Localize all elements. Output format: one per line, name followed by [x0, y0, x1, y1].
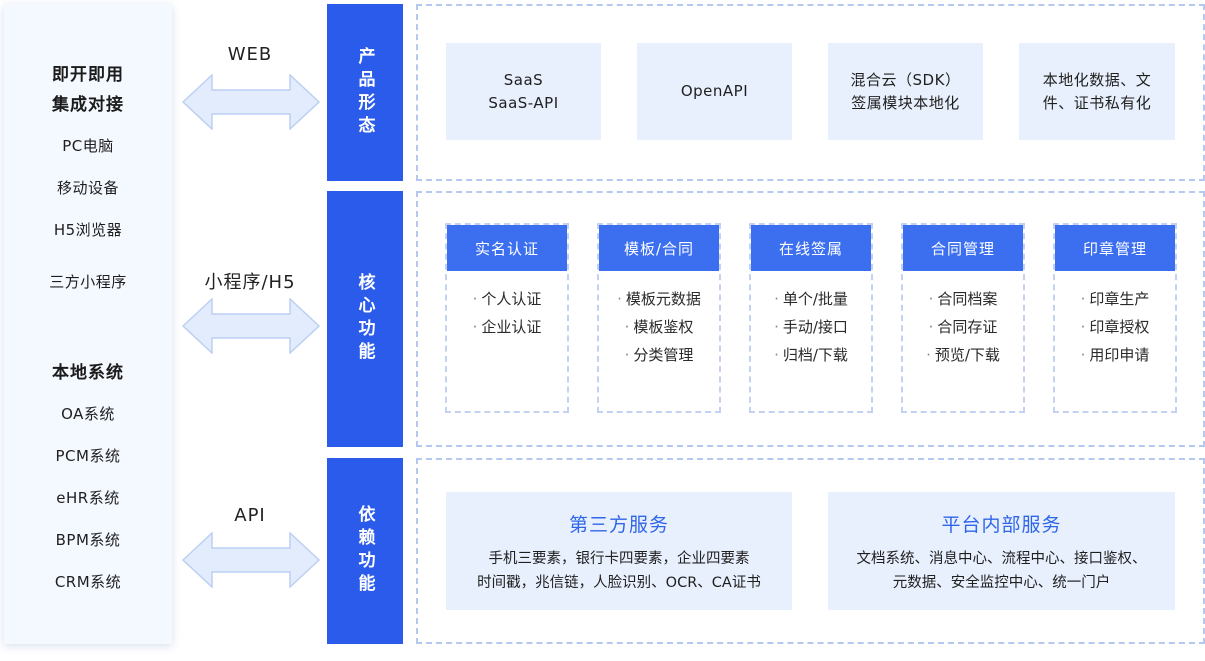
product-form-card: SaaS SaaS-API: [446, 43, 601, 140]
group-title-line2: 集成对接: [52, 95, 124, 115]
function-item: ·归档/下载: [774, 346, 848, 364]
function-card-contract-mgmt: 合同管理 ·合同档案 ·合同存证 ·预览/下载: [901, 223, 1025, 413]
function-item: ·模板鉴权: [624, 318, 694, 336]
function-item: ·预览/下载: [926, 346, 1000, 364]
function-item: ·用印申请: [1080, 346, 1150, 364]
local-system-item: CRM系统: [54, 573, 122, 591]
function-item: ·合同存证: [928, 318, 998, 336]
product-form-card: 混合云（SDK） 签属模块本地化: [828, 43, 983, 140]
category-core-functions: 核心功能: [327, 191, 403, 447]
function-item: ·分类管理: [624, 346, 694, 364]
group-title-line1: 即开即用: [52, 65, 124, 85]
function-item: ·手动/接口: [774, 318, 848, 336]
category-label: 依赖功能: [354, 505, 375, 597]
function-item: ·合同档案: [928, 290, 998, 308]
local-system-item: OA系统: [61, 405, 115, 423]
connector-label-miniprogram: 小程序/H5: [204, 272, 296, 293]
function-item: ·企业认证: [472, 318, 542, 336]
local-system-item: eHR系统: [56, 489, 120, 507]
function-item: ·个人认证: [472, 290, 542, 308]
function-item: ·模板元数据: [617, 290, 701, 308]
product-form-card: 本地化数据、文 件、证书私有化: [1019, 43, 1175, 140]
dependency-card-third-party: 第三方服务 手机三要素，银行卡四要素，企业四要素 时间戳，兆信链，人脸识别、OC…: [446, 492, 792, 610]
category-dependencies: 依赖功能: [327, 458, 403, 644]
function-card-title: 模板/合同: [599, 225, 719, 271]
dependency-title: 平台内部服务: [941, 514, 1062, 536]
function-item: ·印章生产: [1080, 290, 1150, 308]
product-forms-container: [416, 4, 1205, 181]
local-systems-title: 本地系统: [52, 363, 124, 383]
connector-label-web: WEB: [227, 44, 273, 65]
dependency-desc: 手机三要素，银行卡四要素，企业四要素 时间戳，兆信链，人脸识别、OCR、CA证书: [477, 551, 761, 591]
double-arrow-icon: [182, 74, 320, 130]
category-label: 核心功能: [354, 273, 375, 365]
dependency-title: 第三方服务: [568, 514, 669, 536]
function-item: ·单个/批量: [774, 290, 848, 308]
connector-label-api: API: [234, 505, 266, 526]
core-functions-container: [416, 191, 1205, 447]
function-card-seal-mgmt: 印章管理 ·印章生产 ·印章授权 ·用印申请: [1053, 223, 1177, 413]
dependency-desc: 文档系统、消息中心、流程中心、接口鉴权、 元数据、安全监控中心、统一门户: [856, 551, 1147, 591]
dependency-card-internal: 平台内部服务 文档系统、消息中心、流程中心、接口鉴权、 元数据、安全监控中心、统…: [828, 492, 1175, 610]
function-card-title: 在线签属: [751, 225, 871, 271]
client-item: PC电脑: [62, 137, 114, 155]
client-item: 移动设备: [56, 179, 119, 197]
function-card-title: 实名认证: [447, 225, 567, 271]
product-form-card: OpenAPI: [637, 43, 792, 140]
double-arrow-icon: [182, 298, 320, 354]
local-system-item: BPM系统: [55, 531, 121, 549]
function-card-signing: 在线签属 ·单个/批量 ·手动/接口 ·归档/下载: [749, 223, 873, 413]
local-system-item: PCM系统: [55, 447, 121, 465]
function-item: ·印章授权: [1080, 318, 1150, 336]
function-card-realname: 实名认证 ·个人认证 ·企业认证: [445, 223, 569, 413]
dependencies-container: [416, 458, 1205, 644]
function-card-title: 合同管理: [903, 225, 1023, 271]
category-product-forms: 产品形态: [327, 4, 403, 181]
client-panel: 即开即用 集成对接 PC电脑 移动设备 H5浏览器 三方小程序 本地系统 OA系…: [4, 4, 172, 644]
double-arrow-icon: [182, 532, 320, 588]
client-item: H5浏览器: [53, 221, 123, 239]
category-label: 产品形态: [354, 46, 375, 139]
function-card-title: 印章管理: [1055, 225, 1175, 271]
function-card-template: 模板/合同 ·模板元数据 ·模板鉴权 ·分类管理: [597, 223, 721, 413]
client-item: 三方小程序: [49, 273, 127, 291]
